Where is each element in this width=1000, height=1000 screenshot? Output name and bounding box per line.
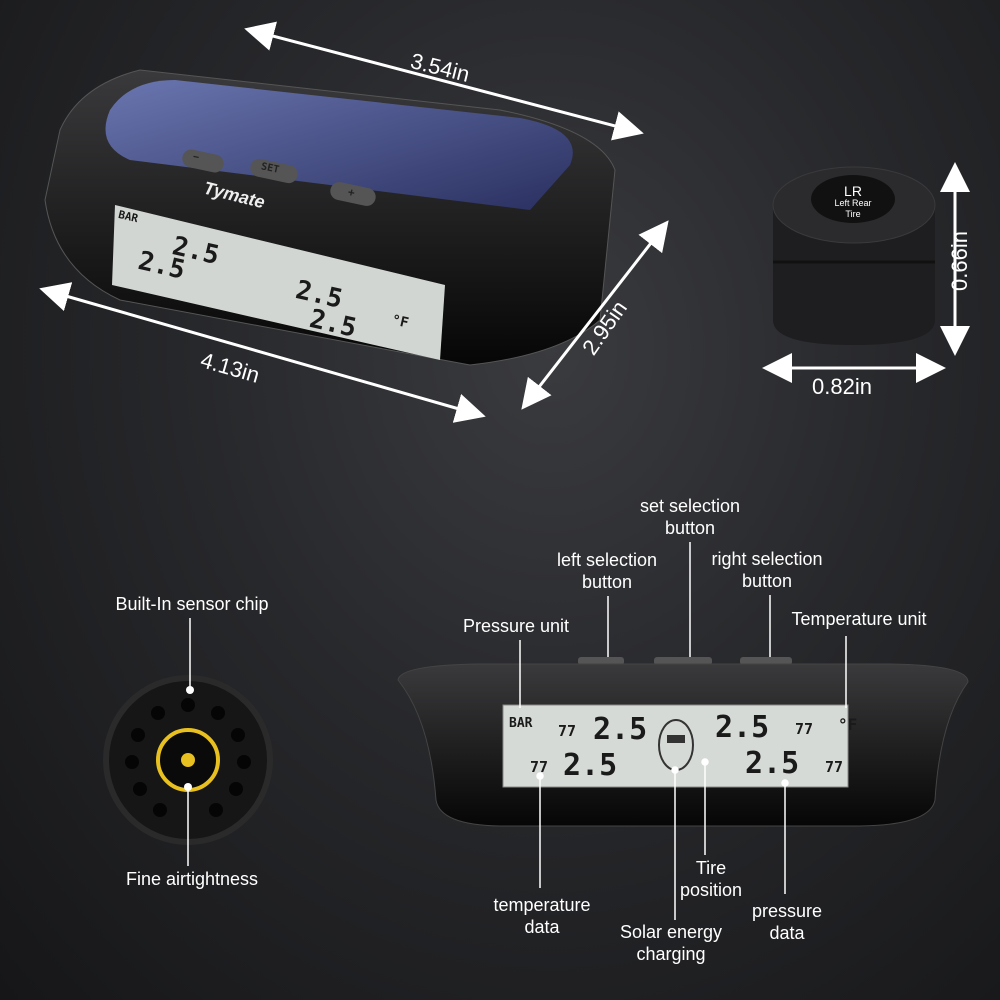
front-temp-fl: 77: [558, 722, 577, 740]
leader-lines: [519, 542, 847, 920]
front-temperature-unit: °F: [838, 715, 858, 734]
cap-code: LR: [844, 183, 862, 199]
battery-icon: [667, 735, 685, 743]
front-pressure-fl: 2.5: [593, 712, 648, 747]
length-arrow: [39, 282, 486, 423]
vent-holes: [125, 698, 251, 817]
set-button: [250, 158, 298, 184]
width-arrow: [244, 21, 644, 141]
set-selection-button: [654, 657, 712, 665]
front-pressure-rl: 2.5: [563, 748, 618, 783]
pressure-unit-annotation: Pressure unit: [462, 616, 570, 636]
sensor-height-label: 0.66in: [946, 231, 972, 291]
front-temp-rr: 77: [825, 758, 844, 776]
cap-text-line1: Left Rear: [834, 198, 872, 208]
sensor-diameter-label: 0.82in: [812, 374, 872, 399]
front-pressure-unit: BAR: [509, 716, 533, 731]
front-temp-rl: 77: [530, 758, 549, 776]
temperature-unit-text: °F: [389, 312, 410, 332]
tire-sensor: [772, 166, 936, 345]
sensor-bottom-view: [103, 675, 273, 845]
minus-button: [182, 149, 224, 173]
airtightness-annotation: Fine airtightness: [125, 869, 259, 889]
cap-text-line2: Tire: [845, 209, 861, 219]
front-temp-fr: 77: [795, 720, 814, 738]
plus-button: [330, 182, 376, 206]
sensor-cap-label: LR Left Rear Tire: [811, 184, 895, 220]
front-pressure-rr: 2.5: [745, 746, 800, 781]
right-selection-button: [740, 657, 792, 665]
left-selection-button: [578, 657, 624, 665]
depth-arrow: [521, 220, 669, 410]
temperature-unit-annotation: Temperature unit: [791, 609, 927, 629]
chip-annotation: Built-In sensor chip: [115, 594, 269, 614]
tpms-monitor-front: [397, 657, 969, 827]
front-pressure-fr: 2.5: [715, 710, 770, 745]
